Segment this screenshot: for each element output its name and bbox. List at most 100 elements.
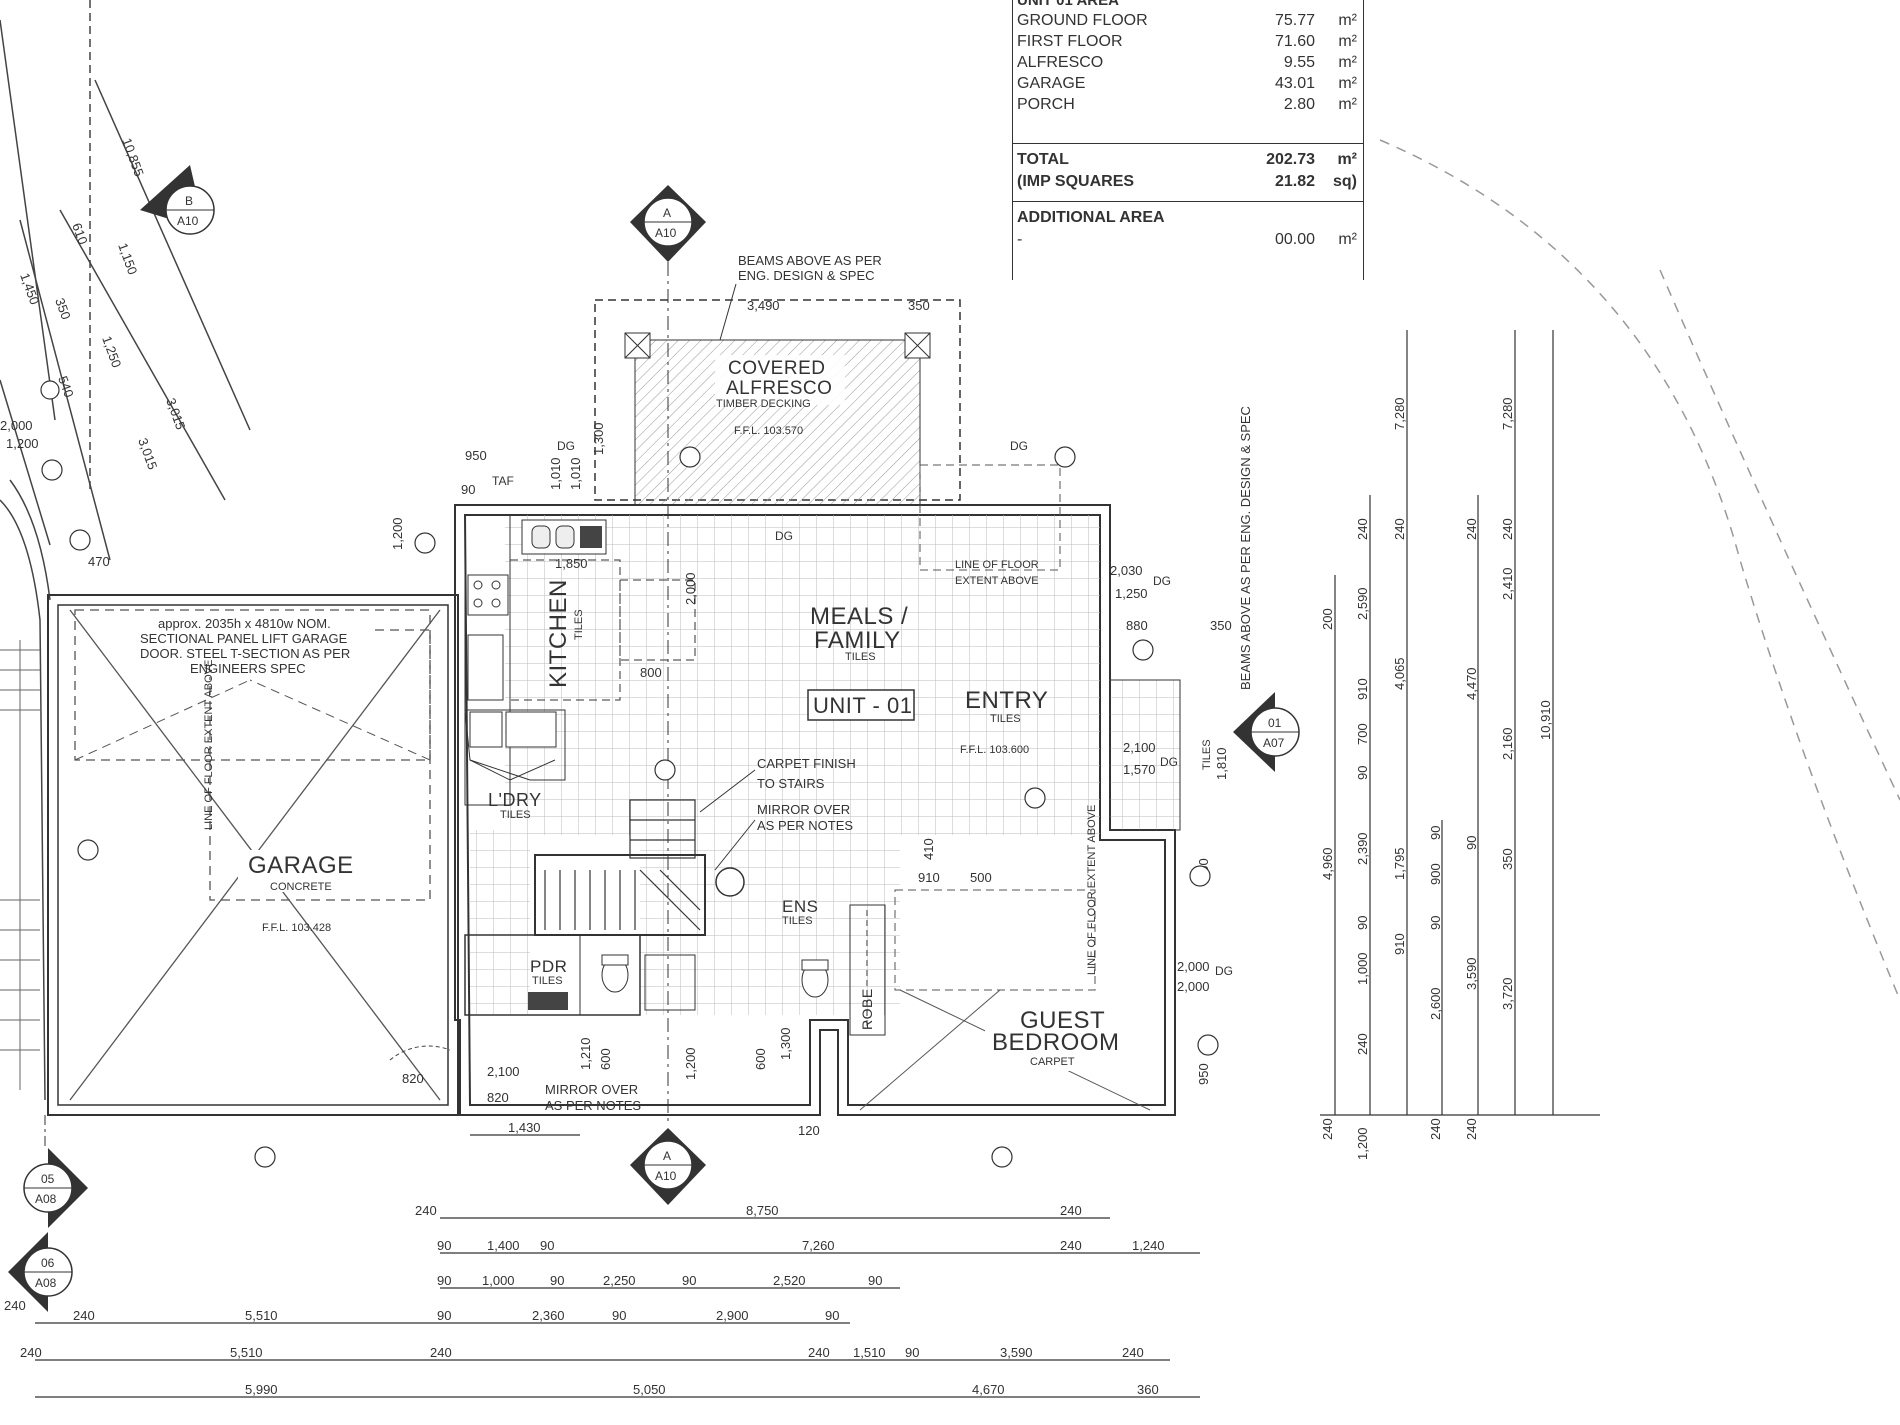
schedule-divider [1013, 143, 1363, 144]
dim-label: 90 [550, 1273, 564, 1288]
dim-label: 240 [415, 1203, 437, 1218]
line-floor-2: EXTENT ABOVE [955, 575, 1039, 587]
dim-label: 1,200 [6, 436, 39, 451]
dim-label: 1,240 [1132, 1238, 1165, 1253]
dim-label: 910 [1392, 933, 1407, 955]
schedule-divider [1013, 201, 1363, 202]
section-marker-b: B A10 [140, 165, 215, 235]
ens-finish: TILES [782, 915, 813, 927]
dim-label: 350 [908, 298, 930, 313]
marker-a-bot: A10 [655, 226, 677, 240]
dg-tag: DG [557, 439, 575, 453]
dim-label: 90 [905, 1345, 919, 1360]
dim-label: 1,850 [555, 556, 588, 571]
right-boundary [1379, 139, 1900, 1001]
mirror-fixture [715, 867, 745, 897]
dim-label: 240 [20, 1345, 42, 1360]
dim-label: 3,490 [747, 298, 780, 313]
additional-unit: m² [1338, 231, 1357, 248]
dim-label: 90 [682, 1273, 696, 1288]
schedule-row: FIRST FLOOR 71.60 m² [1017, 33, 1357, 55]
dim-label: 950 [1196, 1063, 1211, 1085]
dim-label: 90 [1464, 836, 1479, 850]
garage-door-note-3: DOOR. STEEL T-SECTION AS PER [140, 646, 350, 661]
dim-label: 90 [1355, 916, 1370, 930]
pdr-finish: TILES [532, 975, 563, 987]
entry-title: ENTRY [965, 687, 1048, 714]
ens-tiles [640, 835, 900, 1015]
marker-b-bot: A10 [177, 214, 199, 228]
dim-label: 90 [540, 1238, 554, 1253]
dim-label: 1,150 [115, 241, 140, 277]
dim-label: 90 [437, 1273, 451, 1288]
dim-label: 7,280 [1392, 397, 1407, 430]
dg-tag: DG [775, 529, 793, 543]
schedule-row: GROUND FLOOR 75.77 m² [1017, 12, 1357, 34]
dim-label: 360 [1137, 1382, 1159, 1397]
dim-label: 350 [1500, 848, 1515, 870]
dim-label: 4,960 [1320, 847, 1335, 880]
schedule-row-unit: m² [1338, 96, 1357, 113]
robe-title: ROBE [859, 988, 875, 1030]
dim-label: 2,030 [1110, 563, 1143, 578]
section-marker-a-bottom: A A10 [630, 1128, 706, 1205]
laundry: L'DRY TILES [464, 709, 566, 821]
garage-door-note-4: ENGINEERS SPEC [190, 661, 306, 676]
dim-label: 4,065 [1392, 657, 1407, 690]
dim-label: 2,900 [716, 1308, 749, 1323]
dim-label: 240 [73, 1308, 95, 1323]
entry-finish: TILES [990, 713, 1021, 725]
dim-label: 240 [1464, 1118, 1479, 1140]
dim-label: 950 [465, 448, 487, 463]
dim-label: 240 [808, 1345, 830, 1360]
beams-right-note: BEAMS ABOVE AS PER ENG. DESIGN & SPEC [1238, 406, 1253, 690]
taf-tag: TAF [492, 474, 514, 488]
unit-label: UNIT - 01 [813, 693, 912, 718]
garage: approx. 2035h x 4810w NOM. SECTIONAL PAN… [47, 594, 459, 1116]
kitchen-finish: TILES [573, 609, 585, 640]
dim-label: 350 [1210, 618, 1232, 633]
dim-label: 1,510 [853, 1345, 886, 1360]
dim-label: 1,300 [591, 422, 606, 455]
marker-b-top: B [185, 194, 193, 208]
bottom-dimensions [35, 1134, 1200, 1398]
additional-label: ADDITIONAL AREA [1017, 209, 1165, 226]
dim-label: 240 [1464, 518, 1479, 540]
schedule-row-value: 2.80 [1283, 96, 1315, 113]
dim-label: 7,280 [1500, 397, 1515, 430]
dim-label: 2,600 [1428, 987, 1443, 1020]
dim-label: 1,250 [1115, 586, 1148, 601]
dim-label: 1,570 [1123, 762, 1156, 777]
dim-label: 1,795 [1392, 847, 1407, 880]
dim-label: 2,000 [683, 572, 698, 605]
carpet-note-1: CARPET FINISH [757, 756, 856, 771]
additional-dash: - [1017, 231, 1023, 248]
marker-a-bot-top: A [663, 1149, 671, 1163]
robe: ROBE [849, 904, 886, 1036]
dim-label: 350 [52, 296, 74, 322]
kitchen: KITCHEN TILES [464, 514, 696, 806]
dim-label: 410 [921, 838, 936, 860]
alfresco-finish: TIMBER DECKING [716, 398, 811, 410]
dim-label: 1,010 [568, 457, 583, 490]
dim-label: 5,510 [245, 1308, 278, 1323]
schedule-row-unit: m² [1338, 75, 1357, 92]
dim-label: 1,210 [578, 1037, 593, 1070]
mirror-note-2: AS PER NOTES [757, 818, 853, 833]
dim-label: 120 [798, 1123, 820, 1138]
main-labels: MEALS / FAMILY TILES UNIT - 01 ENTRY TIL… [807, 464, 1061, 756]
dim-label: 90 [1428, 916, 1443, 930]
ldry-tiles [470, 830, 530, 1015]
dim-label: 540 [55, 374, 77, 400]
dim-label: 240 [1428, 1118, 1443, 1140]
dim-label: 600 [598, 1048, 613, 1070]
schedule-row-label: ALFRESCO [1017, 54, 1104, 71]
mirror-note-4: AS PER NOTES [545, 1098, 641, 1113]
dim-label: 90 [868, 1273, 882, 1288]
schedule-row-value: 43.01 [1274, 75, 1315, 92]
mirror-note-3: MIRROR OVER [545, 1082, 638, 1097]
dg-tag: DG [1153, 574, 1171, 588]
dim-label: 1,010 [548, 457, 563, 490]
beams-note-2: ENG. DESIGN & SPEC [738, 268, 875, 283]
